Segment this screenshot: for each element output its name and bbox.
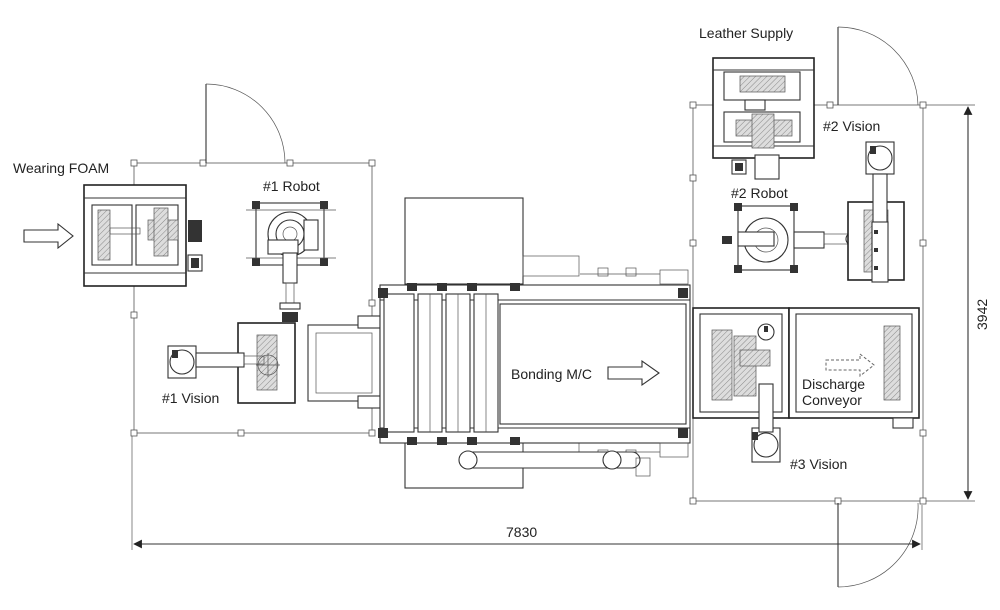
- wearing-foam-station: [83, 184, 203, 287]
- left-safety-fence: [130, 159, 376, 437]
- vision1-station: [237, 322, 296, 404]
- vision1-robot: [167, 345, 265, 379]
- leather-supply-label: Leather Supply: [699, 25, 793, 41]
- vision3-label: #3 Vision: [790, 456, 847, 472]
- right-top-door: [837, 26, 919, 106]
- leather-supply-station: [712, 57, 815, 180]
- bonding-flow-arrow-icon: [607, 359, 660, 387]
- dashed-right-arrow-icon: [825, 352, 875, 378]
- vision1-label: #1 Vision: [162, 390, 219, 406]
- dimension-width: [131, 436, 923, 550]
- wearing-foam-label: Wearing FOAM: [13, 160, 109, 176]
- robot1-unit: [246, 201, 336, 322]
- robot1-label: #1 Robot: [263, 178, 320, 194]
- bonding-machine: [378, 197, 691, 489]
- hollow-right-arrow-icon: [23, 222, 74, 250]
- robot2-unit: [722, 203, 859, 273]
- right-bottom-door: [837, 502, 919, 588]
- vision3-robot: [751, 383, 781, 463]
- bonding-machine-label: Bonding M/C: [511, 366, 592, 382]
- vision2-robot: [865, 141, 895, 283]
- discharge-label-line2: Conveyor: [802, 392, 862, 408]
- vision3-station: [692, 307, 790, 419]
- infeed-conveyor: [307, 315, 381, 409]
- height-dimension-label: 3942: [974, 299, 990, 330]
- vision2-label: #2 Vision: [823, 118, 880, 134]
- width-dimension-label: 7830: [506, 524, 537, 540]
- robot2-label: #2 Robot: [731, 185, 788, 201]
- discharge-label-line1: Discharge: [802, 376, 865, 392]
- dimension-height: [926, 104, 975, 502]
- left-door: [205, 83, 286, 164]
